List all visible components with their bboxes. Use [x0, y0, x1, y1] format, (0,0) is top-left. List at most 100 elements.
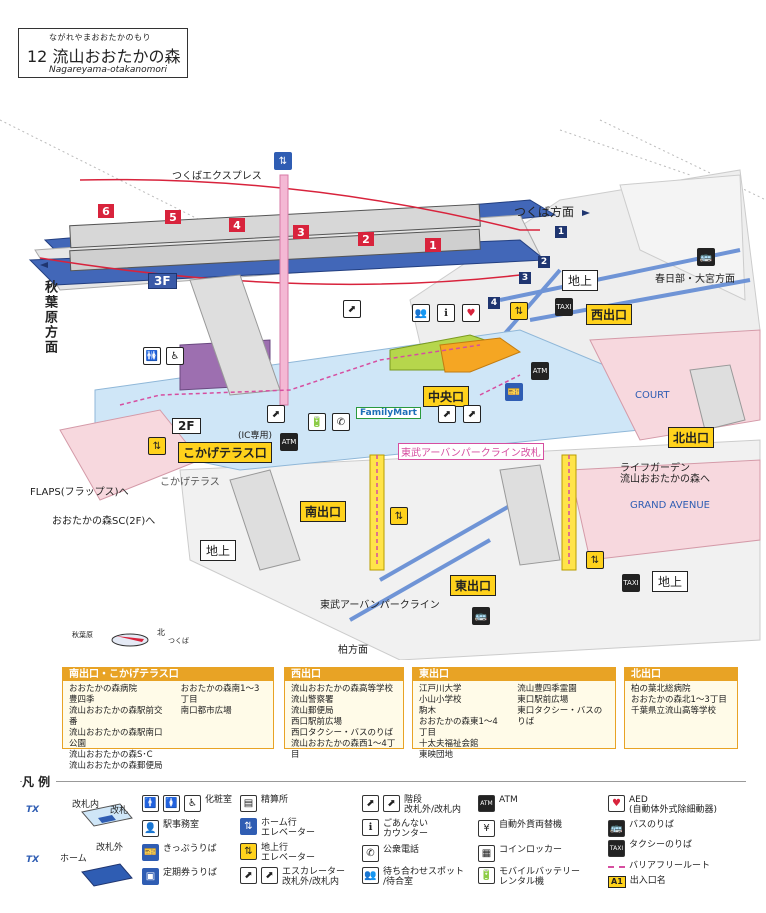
route-item: 江戸川大学: [419, 684, 462, 694]
elevator-home-icon: ⇅: [240, 818, 257, 835]
meeting-spot-icon[interactable]: 👥: [412, 304, 430, 322]
legend-escalator: ⬈ ⬈ エスカレーター改札外/改札内: [240, 867, 345, 887]
stairs-icon: ⬈: [362, 795, 379, 812]
escalator-icon[interactable]: ⬈: [343, 300, 361, 318]
battery-icon: 🔋: [478, 867, 495, 884]
route-item: 柏の葉北総病院: [631, 684, 691, 694]
grand-avenue-label: GRAND AVENUE: [630, 500, 710, 511]
platform-number-4: 4: [488, 297, 500, 309]
legend-stairs: ⬈ ⬈ 階段改札外/改札内: [362, 795, 461, 815]
legend-toilet: 🚹 🚺 ♿ 化粧室: [142, 795, 232, 812]
wheelchair-icon[interactable]: ♿: [166, 347, 184, 365]
station-roman: Nagareyama-otakanomori: [49, 65, 168, 75]
phone-icon[interactable]: ✆: [332, 413, 350, 431]
route-item: 流山おおたかの森高等学校: [291, 684, 394, 694]
direction-akihabara: 秋葉原方面: [42, 280, 57, 355]
legend-nursing: ▤ 精算所: [240, 795, 288, 812]
elevator-home-icon[interactable]: ⇅: [274, 152, 292, 170]
atm-icon-2f[interactable]: ATM: [280, 433, 298, 451]
route-item: 流山おおたかの森駅南口公園: [69, 728, 163, 749]
toilet-icon[interactable]: 🚻: [143, 347, 161, 365]
stairs-icon: ⬈: [383, 795, 400, 812]
tobu-line-label: 東武アーバンパークライン: [320, 600, 440, 611]
aed-icon: ♥: [608, 795, 625, 812]
legend-bus: 🚌 バスのりば: [608, 820, 674, 837]
legend-atm: ATM ATM: [478, 795, 518, 812]
battery-rental-icon[interactable]: 🔋: [308, 413, 326, 431]
taxi-icon-east[interactable]: TAXI: [622, 574, 640, 592]
car-number-2: 2: [358, 232, 374, 246]
ground-label-east: 地上: [652, 571, 689, 592]
exit-south[interactable]: 南出口: [300, 501, 347, 522]
taxi-icon-west[interactable]: TAXI: [555, 298, 573, 316]
legend-phone: ✆ 公衆電話: [362, 845, 419, 862]
route-item: おおたかの森東1～4丁目: [419, 717, 498, 738]
direction-lines: [39, 178, 540, 286]
elevator-ground-icon-east[interactable]: ⇅: [586, 551, 604, 569]
bus-terminal-loop: [619, 174, 746, 301]
route-box-north: 北出口 柏の葉北総病院 おおたかの森北1～3丁目 千葉県立流山高等学校: [624, 667, 738, 749]
escalator-icon-central[interactable]: ⬈: [463, 405, 481, 423]
legend-taxi: TAXI タクシーのりば: [608, 840, 692, 857]
stairs: [189, 274, 746, 571]
exit-east[interactable]: 東出口: [450, 575, 497, 596]
route-head-east: 東出口: [413, 668, 615, 681]
kokage-terrace-label: こかげテラス: [160, 477, 220, 488]
stairs-icon-central[interactable]: ⬈: [438, 405, 456, 423]
ground-label-west: 地上: [562, 270, 599, 291]
route-item: 流山豊四季霊園: [517, 684, 577, 694]
route-box-east: 東出口 江戸川大学 小山小学校 駒木 おおたかの森東1～4丁目 十太夫福祉会館 …: [412, 667, 616, 760]
escalator-icon-2f[interactable]: ⬈: [267, 405, 285, 423]
grand-avenue-deck: [569, 459, 761, 561]
fare-adjust-icon: ▤: [240, 795, 257, 812]
direction-tsukuba: つくば方面: [514, 205, 575, 219]
atm-icon-central[interactable]: ATM: [531, 362, 549, 380]
route-item: 南口都市広場: [180, 706, 232, 716]
legend-battery: 🔋 モバイルバッテリーレンタル機: [478, 867, 580, 887]
exit-sample-icon: A1: [608, 876, 626, 888]
office-icon: 👤: [142, 820, 159, 837]
legend-elevator-home: ⇅ ホーム行エレベーター: [240, 818, 315, 838]
legend-aed: ♥ AED(自動体外式除細動器): [608, 795, 717, 815]
route-item: 西口タクシー・バスのりば: [291, 728, 394, 738]
svg-text:TX: TX: [26, 805, 40, 815]
exit-central[interactable]: 中央口: [423, 386, 470, 407]
route-item: 小山小学校: [419, 695, 462, 705]
aed-icon[interactable]: ♥: [462, 304, 480, 322]
car-number-1: 1: [425, 238, 441, 252]
route-item: 西口駅前広場: [291, 717, 343, 727]
route-item: 東口タクシー・バスのりば: [517, 706, 603, 727]
compass: [111, 633, 149, 647]
ground-label-south: 地上: [200, 540, 237, 561]
phone-icon: ✆: [362, 845, 379, 862]
route-item: 東口駅前広場: [517, 695, 569, 705]
direction-kasukabe: 春日部・大宮方面: [655, 274, 735, 285]
svg-text:TX: TX: [26, 855, 40, 865]
floor-2f-tag: 2F: [172, 418, 201, 434]
elevator-ground-icon-south[interactable]: ⇅: [390, 507, 408, 525]
bus-icon-west[interactable]: 🚌: [697, 248, 715, 266]
exit-west[interactable]: 西出口: [586, 304, 633, 325]
elevator-ground-icon-west[interactable]: ⇅: [510, 302, 528, 320]
route-item: おおたかの森南1～3丁目: [180, 684, 260, 705]
legend-info: ℹ ごあんないカウンター: [362, 819, 428, 839]
route-item: 豊四季: [69, 695, 95, 705]
route-item: 流山おおたかの森西1～4丁目: [291, 739, 396, 760]
compass-tsukuba: つくば: [168, 637, 189, 645]
barrier-free-line-icon: [608, 866, 625, 868]
info-counter-icon[interactable]: ℹ: [437, 304, 455, 322]
exit-north[interactable]: 北出口: [668, 427, 715, 448]
route-item: 流山おおたかの森S･C: [69, 750, 153, 760]
route-head-north: 北出口: [625, 668, 737, 681]
familymart-sign: FamilyMart: [356, 407, 421, 419]
elevator-ground-icon-kokage[interactable]: ⇅: [148, 437, 166, 455]
station-title-box: ながれやまおおたかのもり 12 流山おおたかの森 Nagareyama-otak…: [18, 28, 188, 78]
legend-ticket: 🎫 きっぷうりば: [142, 844, 217, 861]
exit-kokage-terrace[interactable]: こかげテラス口: [178, 442, 272, 463]
bus-icon-east[interactable]: 🚌: [472, 607, 490, 625]
direction-kashiwa: 柏方面: [338, 645, 368, 656]
escalator-icon: ⬈: [261, 867, 278, 884]
route-head-south: 南出口・こかげテラス口: [63, 668, 273, 681]
currency-exchange-icon: ¥: [478, 820, 495, 837]
ticket-office-icon[interactable]: 🎫: [505, 383, 523, 401]
